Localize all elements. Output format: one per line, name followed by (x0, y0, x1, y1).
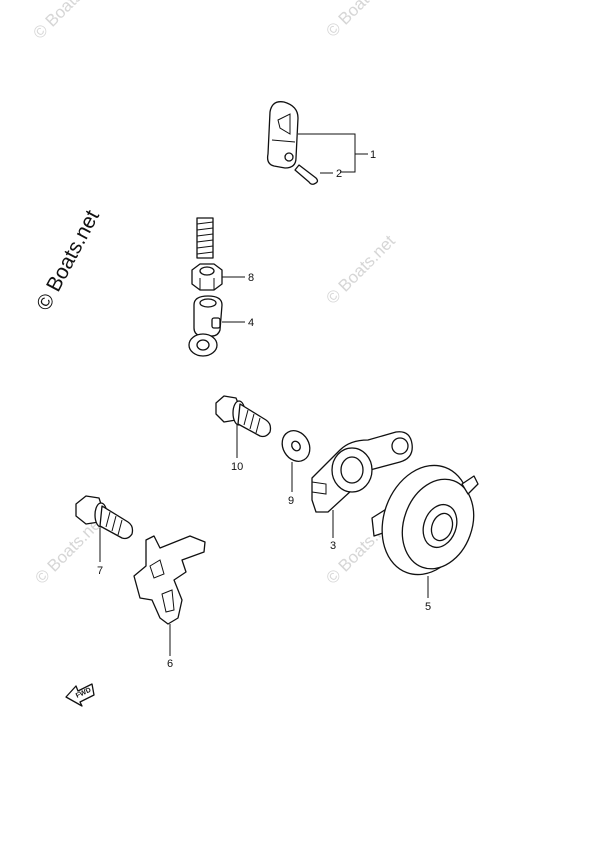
watermark-main: © Boats.net (32, 206, 104, 314)
callout-7: 7 (97, 565, 103, 577)
part-3-shift-lever (311, 431, 413, 513)
part-6-shift-plate (133, 535, 206, 625)
callout-10: 10 (231, 461, 243, 473)
callout-4: 4 (248, 317, 254, 329)
watermark-faint-3: © Boats.net (322, 231, 399, 308)
callout-2: 2 (336, 168, 342, 180)
watermark-faint-2: © Boats.net (322, 0, 399, 41)
part-1-shift-rod (196, 101, 299, 259)
part-10-bolt (215, 395, 272, 438)
part-9-washer (281, 430, 311, 462)
callout-6: 6 (167, 658, 173, 670)
rod-thread (196, 217, 214, 259)
part-7-bolt (75, 495, 134, 540)
watermark-faint-1: © Boats.net (29, 0, 106, 43)
part-5-cam (371, 464, 479, 576)
callout-9: 9 (288, 495, 294, 507)
part-4-rod-end (188, 295, 223, 357)
callout-8: 8 (248, 272, 254, 284)
part-8-nut (191, 263, 223, 291)
callout-numbers: 1 2 3 4 5 6 7 8 9 10 (97, 149, 431, 670)
fwd-arrow-icon: FWD (65, 683, 95, 707)
part-2-pin (294, 164, 319, 185)
leader-lines (99, 133, 429, 656)
callout-5: 5 (425, 601, 431, 613)
callout-3: 3 (330, 540, 336, 552)
callout-1: 1 (370, 149, 376, 161)
